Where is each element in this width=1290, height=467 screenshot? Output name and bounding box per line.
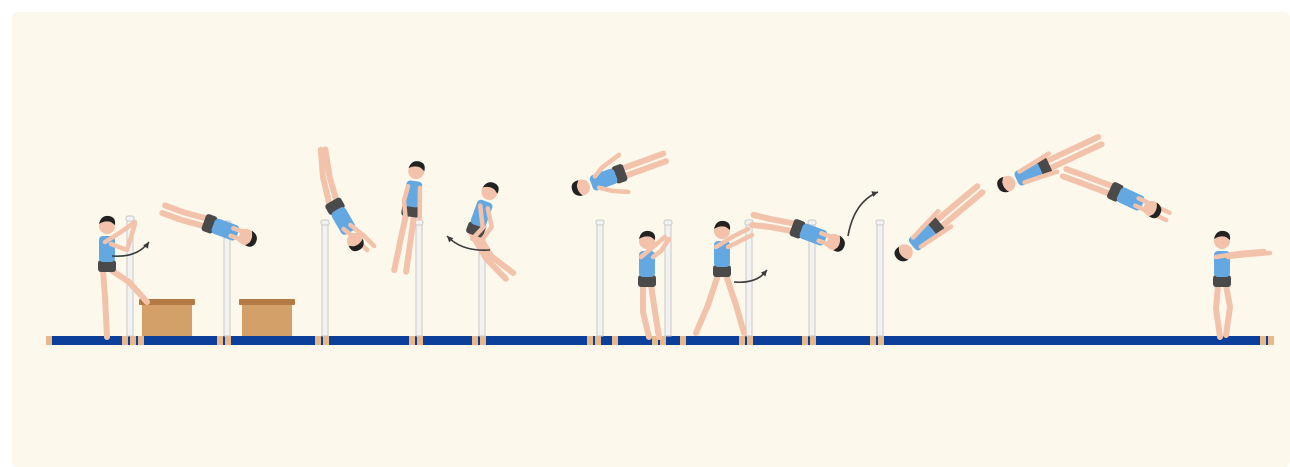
- mat-joint: [587, 336, 593, 345]
- vault-box: [239, 299, 295, 336]
- mat-joint: [595, 336, 601, 345]
- mat-joint: [315, 336, 321, 345]
- parallel-bar-post: [596, 220, 604, 336]
- mat-joint: [130, 336, 136, 345]
- gymnastics-sequence-illustration: [12, 12, 1290, 467]
- mat-joint: [680, 336, 686, 345]
- mat-joint: [225, 336, 231, 345]
- mat-joint: [46, 336, 52, 345]
- mat-joint: [802, 336, 808, 345]
- mat-joint: [417, 336, 423, 345]
- parallel-bar-post: [876, 220, 884, 336]
- mat-joint: [217, 336, 223, 345]
- mat-joint: [1268, 336, 1274, 345]
- mat-joint: [1260, 336, 1266, 345]
- mat-joint: [138, 336, 144, 345]
- mat-joint: [870, 336, 876, 345]
- parallel-bar-post: [415, 220, 423, 336]
- mat-joint: [480, 336, 486, 345]
- mat-joint: [122, 336, 128, 345]
- mat-joint: [810, 336, 816, 345]
- mat-joint: [323, 336, 329, 345]
- mat-joint: [878, 336, 884, 345]
- illustration-canvas: [12, 12, 1290, 467]
- parallel-bar-post: [321, 220, 329, 336]
- mat-joint: [747, 336, 753, 345]
- mat-joint: [409, 336, 415, 345]
- mat-joint: [472, 336, 478, 345]
- mat-joint: [739, 336, 745, 345]
- mat-joint: [612, 336, 618, 345]
